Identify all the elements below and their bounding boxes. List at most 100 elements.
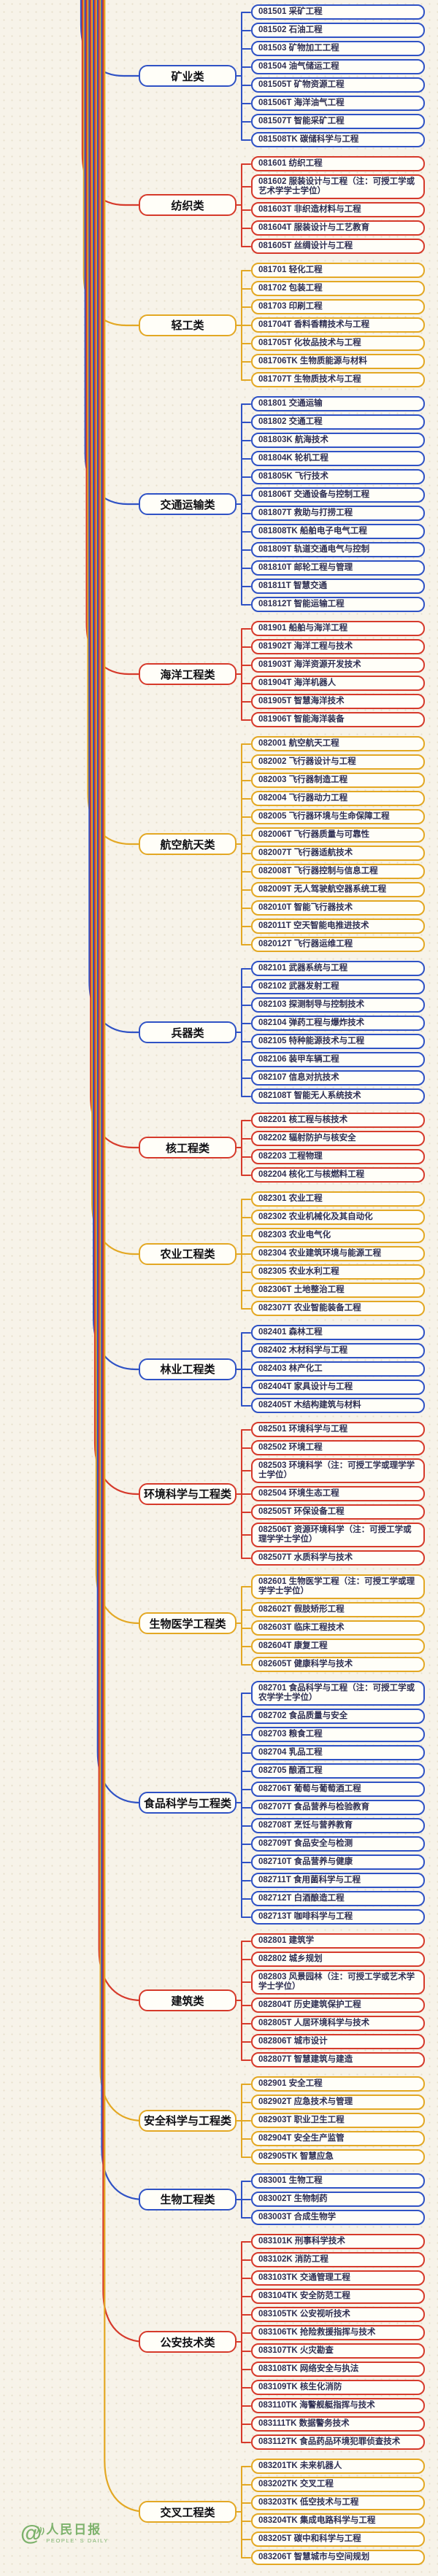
branch-connector (241, 2216, 251, 2219)
major-item: 082701 食品科学与工程（注：可授工学或农学学士学位） (251, 1681, 425, 1706)
major-row: 082007T 飞行器适航技术 (241, 846, 438, 861)
category-group-12: 082601 生物医学工程（注：可授工学或理学学士学位）082602T 假肢矫形… (0, 1574, 438, 1672)
branch-connector (241, 47, 251, 50)
branch-connector (241, 1645, 251, 1647)
category-node: 轻工类 (139, 314, 237, 336)
group-spine (241, 743, 243, 945)
major-row: 082003 飞行器制造工程 (241, 773, 438, 788)
major-item: 082303 农业电气化 (251, 1228, 425, 1243)
branch-connector (241, 797, 251, 800)
branch-connector (241, 743, 251, 745)
major-row: 082402 木材科学与工程 (241, 1343, 438, 1358)
major-row: 083103TK 交通管理工程 (241, 2270, 438, 2286)
branch-connector (241, 227, 251, 229)
branch-connector (241, 1234, 251, 1237)
major-row: 081805K 飞行技术 (241, 469, 438, 484)
major-item: 081809T 轨道交通电气与控制 (251, 542, 425, 557)
major-item: 082711T 食用菌科学与工程 (251, 1873, 425, 1888)
branch-connector (241, 2259, 251, 2261)
major-item: 082601 生物医学工程（注：可授工学或理学学士学位） (251, 1574, 425, 1599)
major-row: 083112TK 食品药品环境犯罪侦查技术 (241, 2434, 438, 2450)
branch-connector (241, 1940, 251, 1942)
branch-connector (241, 1331, 251, 1334)
branch-connector (241, 1022, 251, 1024)
major-item: 083109TK 核生化消防 (251, 2380, 425, 2395)
branch-connector (241, 1307, 251, 1310)
branch-connector (241, 1825, 251, 1827)
branch-connector (241, 603, 251, 606)
major-row: 082712T 白酒酿造工程 (241, 1891, 438, 1906)
major-row: 081702 包装工程 (241, 281, 438, 296)
major-item: 083201TK 未来机器人 (251, 2459, 425, 2474)
major-item: 082004 飞行器动力工程 (251, 791, 425, 806)
branch-connector (241, 1861, 251, 1863)
major-row: 082012T 飞行器运维工程 (241, 937, 438, 952)
branch-connector (241, 2386, 251, 2389)
major-item: 083204TK 集成电路科学与工程 (251, 2513, 425, 2529)
major-item: 082901 安全工程 (251, 2076, 425, 2092)
major-item: 082712T 白酒酿造工程 (251, 1891, 425, 1906)
peoples-daily-logo-icon: @))) (20, 2523, 45, 2545)
category-connector (236, 1622, 242, 1625)
branch-connector (241, 2240, 251, 2243)
branch-connector (241, 2277, 251, 2279)
major-item: 082605T 健康科学与技术 (251, 1657, 425, 1672)
branch-connector (241, 102, 251, 104)
major-item: 082203 工程物理 (251, 1149, 425, 1164)
category-node: 公安技术类 (139, 2331, 237, 2353)
branch-connector (241, 1404, 251, 1407)
major-row: 082601 生物医学工程（注：可授工学或理学学士学位） (241, 1574, 438, 1599)
major-item: 083105TK 公安视听技术 (251, 2307, 425, 2322)
major-row: 082804T 历史建筑保护工程 (241, 1997, 438, 2013)
major-item: 081701 轻化工程 (251, 263, 425, 278)
group-spine (241, 2181, 243, 2218)
major-item: 082804T 历史建筑保护工程 (251, 1997, 425, 2013)
major-row: 082706T 葡萄与葡萄酒工程 (241, 1782, 438, 1797)
major-item: 081810T 邮轮工程与管理 (251, 560, 425, 576)
watermark-cn: 人民日报 (46, 2523, 102, 2537)
branch-connector (241, 1879, 251, 1881)
category-node: 海洋工程类 (139, 663, 237, 685)
major-item: 082807T 智慧建筑与建造 (251, 2052, 425, 2068)
branch-connector (241, 512, 251, 514)
major-row: 082008T 飞行器控制与信息工程 (241, 864, 438, 879)
branch-connector (241, 1693, 251, 1695)
category-node: 航空航天类 (139, 833, 237, 855)
branch-connector (241, 2556, 251, 2558)
branch-connector (241, 2538, 251, 2540)
major-row: 082901 安全工程 (241, 2076, 438, 2092)
branch-connector (241, 1059, 251, 1061)
branch-connector (241, 2119, 251, 2121)
major-item: 081707T 生物质技术与工程 (251, 372, 425, 387)
branch-connector (241, 925, 251, 927)
major-item: 081506T 海洋油气工程 (251, 96, 425, 111)
major-item: 081905T 智慧海洋技术 (251, 694, 425, 709)
major-item: 082710T 食品营养与健康 (251, 1854, 425, 1870)
major-row: 082002 飞行器设计与工程 (241, 754, 438, 770)
major-item: 083202TK 交叉工程 (251, 2477, 425, 2492)
major-item: 082102 武器发射工程 (251, 979, 425, 994)
category-connector (236, 75, 242, 77)
major-row: 081604T 服装设计与工艺教育 (241, 220, 438, 236)
branch-connector (241, 2350, 251, 2352)
major-item: 081605T 丝绸设计与工程 (251, 239, 425, 254)
major-item: 082011T 空天智能电推进技术 (251, 918, 425, 934)
category-connector (236, 1253, 242, 1255)
major-row: 081902T 海洋工程与技术 (241, 639, 438, 654)
major-item: 083107TK 火灾勘查 (251, 2343, 425, 2359)
major-item: 082507T 水质科学与技术 (251, 1550, 425, 1566)
branch-connector (241, 1898, 251, 1900)
major-row: 082010T 智能飞行器技术 (241, 900, 438, 916)
group-spine (241, 163, 243, 247)
major-row: 083104TK 安全防范工程 (241, 2289, 438, 2304)
branch-connector (241, 1137, 251, 1140)
major-item: 083103TK 交通管理工程 (251, 2270, 425, 2286)
branch-connector (241, 567, 251, 569)
